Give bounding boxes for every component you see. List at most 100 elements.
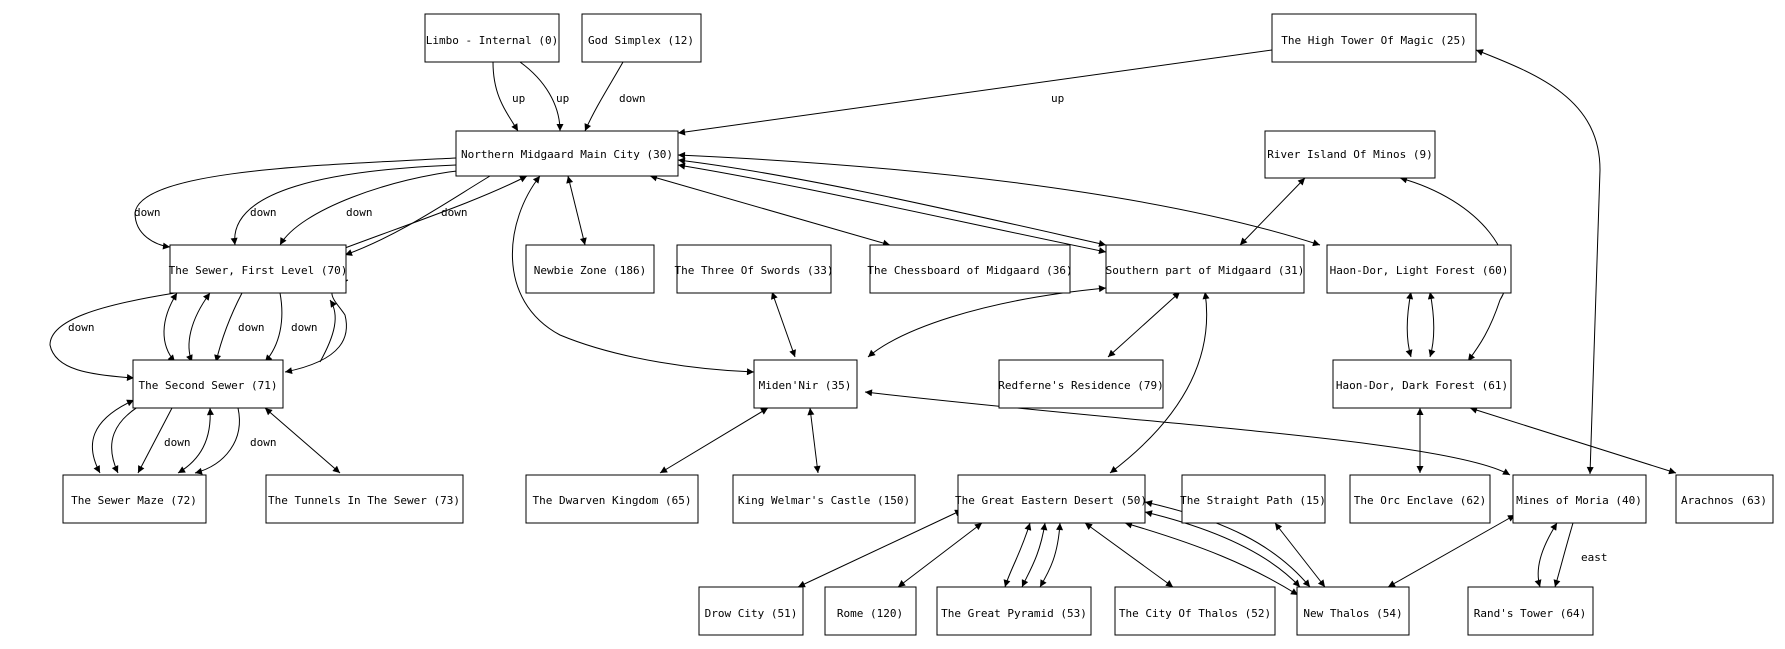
edge-southern-midgaard-miden-nir (867, 285, 1107, 358)
node-drow-city[interactable]: Drow City (51) (698, 586, 804, 636)
edge-second-sewer-sewer-maze-c (177, 407, 214, 474)
node-rands-tower[interactable]: Rand's Tower (64) (1467, 586, 1594, 636)
edge-label-down: down (238, 321, 265, 334)
node-god-simplex[interactable]: God Simplex (12) (581, 13, 702, 63)
edge-mines-of-moria-new-thalos (1387, 514, 1516, 588)
edge-sewer-1-to-second-sewer-down-3: down (264, 292, 318, 363)
node-label: Redferne's Residence (79) (998, 379, 1164, 392)
edge-river-island-southern-midgaard (1239, 177, 1306, 246)
node-arachnos[interactable]: Arachnos (63) (1675, 474, 1774, 524)
edge-haon-dor-light-dark-a (1405, 291, 1414, 358)
node-label: The High Tower Of Magic (25) (1281, 34, 1466, 47)
node-label: Haon-Dor, Dark Forest (61) (1336, 379, 1508, 392)
node-rome[interactable]: Rome (120) (824, 586, 917, 636)
node-label: God Simplex (12) (588, 34, 694, 47)
node-label: The Second Sewer (71) (138, 379, 277, 392)
edge-sewer-to-northern-midgaard (344, 175, 528, 249)
node-label: The Tunnels In The Sewer (73) (268, 494, 460, 507)
edge-straight-path-new-thalos (1274, 522, 1326, 588)
node-three-of-swords[interactable]: The Three Of Swords (33) (675, 244, 834, 294)
node-label: Mines of Moria (40) (1516, 494, 1642, 507)
edge-great-eastern-desert-drow-city (797, 509, 963, 588)
node-label: The Great Pyramid (53) (941, 607, 1087, 620)
node-river-island-of-minos[interactable]: River Island Of Minos (9) (1264, 130, 1436, 179)
node-label: Northern Midgaard Main City (30) (461, 148, 673, 161)
edge-miden-nir-dwarven-kingdom (659, 407, 769, 474)
edge-label-down: down (346, 206, 373, 219)
node-high-tower-of-magic[interactable]: The High Tower Of Magic (25) (1271, 13, 1477, 63)
edge-label-up: up (512, 92, 525, 105)
node-tunnels-in-sewer[interactable]: The Tunnels In The Sewer (73) (265, 474, 464, 524)
edge-label-down: down (250, 436, 277, 449)
node-label: The Chessboard of Midgaard (36) (867, 264, 1072, 277)
node-king-welmars-castle[interactable]: King Welmar's Castle (150) (732, 474, 916, 524)
edge-sewer-1-to-second-sewer-down-2: down (214, 292, 265, 363)
edge-great-eastern-desert-rome (897, 522, 983, 588)
node-sewer-maze[interactable]: The Sewer Maze (72) (62, 474, 207, 524)
edge-label-up: up (556, 92, 569, 105)
node-label: Newbie Zone (186) (534, 264, 647, 277)
node-great-pyramid[interactable]: The Great Pyramid (53) (936, 586, 1092, 636)
node-northern-midgaard[interactable]: Northern Midgaard Main City (30) (455, 130, 679, 177)
edge-sewer-1-second-sewer-b (186, 292, 211, 363)
node-label: The Straight Path (15) (1180, 494, 1326, 507)
edge-high-tower-to-northern-midgaard: up (677, 49, 1273, 136)
edge-great-eastern-desert-new-thalos-a (1124, 521, 1299, 596)
node-haon-dor-dark-forest[interactable]: Haon-Dor, Dark Forest (61) (1332, 359, 1512, 409)
node-label: The Great Eastern Desert (50) (955, 494, 1147, 507)
edge-limbo-to-northern-midgaard: up (492, 61, 525, 132)
node-label: Rand's Tower (64) (1474, 607, 1587, 620)
edge-limbo-to-northern-midgaard-2: up (519, 61, 569, 132)
node-city-of-thalos[interactable]: The City Of Thalos (52) (1114, 586, 1276, 636)
edge-sewer-1-to-second-sewer-down: down (49, 292, 176, 382)
node-label: The Dwarven Kingdom (65) (533, 494, 692, 507)
edge-high-tower-mines-of-moria (1475, 49, 1601, 475)
edge-mines-of-moria-rands-tower (1534, 522, 1558, 588)
edge-label-down: down (68, 321, 95, 334)
node-second-sewer[interactable]: The Second Sewer (71) (132, 359, 284, 409)
edges: up up down up down down (49, 49, 1677, 596)
node-dwarven-kingdom[interactable]: The Dwarven Kingdom (65) (525, 474, 699, 524)
node-label: Miden'Nir (35) (759, 379, 852, 392)
node-label: River Island Of Minos (9) (1267, 148, 1433, 161)
node-haon-dor-light-forest[interactable]: Haon-Dor, Light Forest (60) (1326, 244, 1512, 294)
node-orc-enclave[interactable]: The Orc Enclave (62) (1349, 474, 1491, 524)
edge-northern-midgaard-to-sewer-1: down (134, 157, 457, 250)
edge-haon-dor-light-dark-b (1427, 291, 1436, 358)
node-limbo-internal[interactable]: Limbo - Internal (0) (424, 13, 560, 63)
nodes: Limbo - Internal (0) God Simplex (12) Th… (62, 13, 1774, 636)
edge-three-of-swords-miden-nir (771, 291, 796, 358)
node-redfernes-residence[interactable]: Redferne's Residence (79) (998, 359, 1164, 409)
node-mines-of-moria[interactable]: Mines of Moria (40) (1512, 474, 1647, 524)
node-label: The Three Of Swords (33) (675, 264, 834, 277)
edge-label-up: up (1051, 92, 1064, 105)
edge-great-eastern-desert-great-pyramid-b (1021, 522, 1048, 588)
edge-great-eastern-desert-great-pyramid-c (1039, 522, 1064, 588)
node-label: Southern part of Midgaard (31) (1106, 264, 1305, 277)
node-great-eastern-desert[interactable]: The Great Eastern Desert (50) (955, 474, 1147, 524)
edge-miden-nir-king-welmar (807, 407, 821, 474)
edge-southern-midgaard-redferne (1107, 291, 1181, 358)
edge-northern-midgaard-to-sewer-2: down (230, 164, 457, 246)
edge-northern-midgaard-newbie-zone (566, 175, 587, 246)
node-straight-path[interactable]: The Straight Path (15) (1180, 474, 1326, 524)
edge-northern-midgaard-to-sewer-3: down (279, 169, 466, 246)
node-label: The Sewer Maze (72) (71, 494, 197, 507)
node-southern-midgaard[interactable]: Southern part of Midgaard (31) (1105, 244, 1305, 294)
node-newbie-zone[interactable]: Newbie Zone (186) (525, 244, 655, 294)
node-new-thalos[interactable]: New Thalos (54) (1296, 586, 1410, 636)
node-label: King Welmar's Castle (150) (738, 494, 910, 507)
edge-second-sewer-to-sewer-maze-down-2: down (194, 407, 277, 475)
edge-label-east: east (1581, 551, 1608, 564)
node-label: The Sewer, First Level (70) (169, 264, 348, 277)
edge-northern-midgaard-miden-nir (511, 175, 755, 376)
node-miden-nir[interactable]: Miden'Nir (35) (753, 359, 858, 409)
edge-northern-midgaard-southern-midgaard-2 (677, 162, 1107, 255)
node-label: Arachnos (63) (1681, 494, 1767, 507)
edge-northern-midgaard-chessboard (649, 174, 891, 247)
node-label: New Thalos (54) (1303, 607, 1402, 620)
node-label: The Orc Enclave (62) (1354, 494, 1486, 507)
edge-northern-midgaard-to-sewer-4: down (344, 175, 491, 256)
node-sewer-first-level[interactable]: The Sewer, First Level (70) (169, 244, 348, 294)
node-chessboard-of-midgaard[interactable]: The Chessboard of Midgaard (36) (867, 244, 1073, 294)
